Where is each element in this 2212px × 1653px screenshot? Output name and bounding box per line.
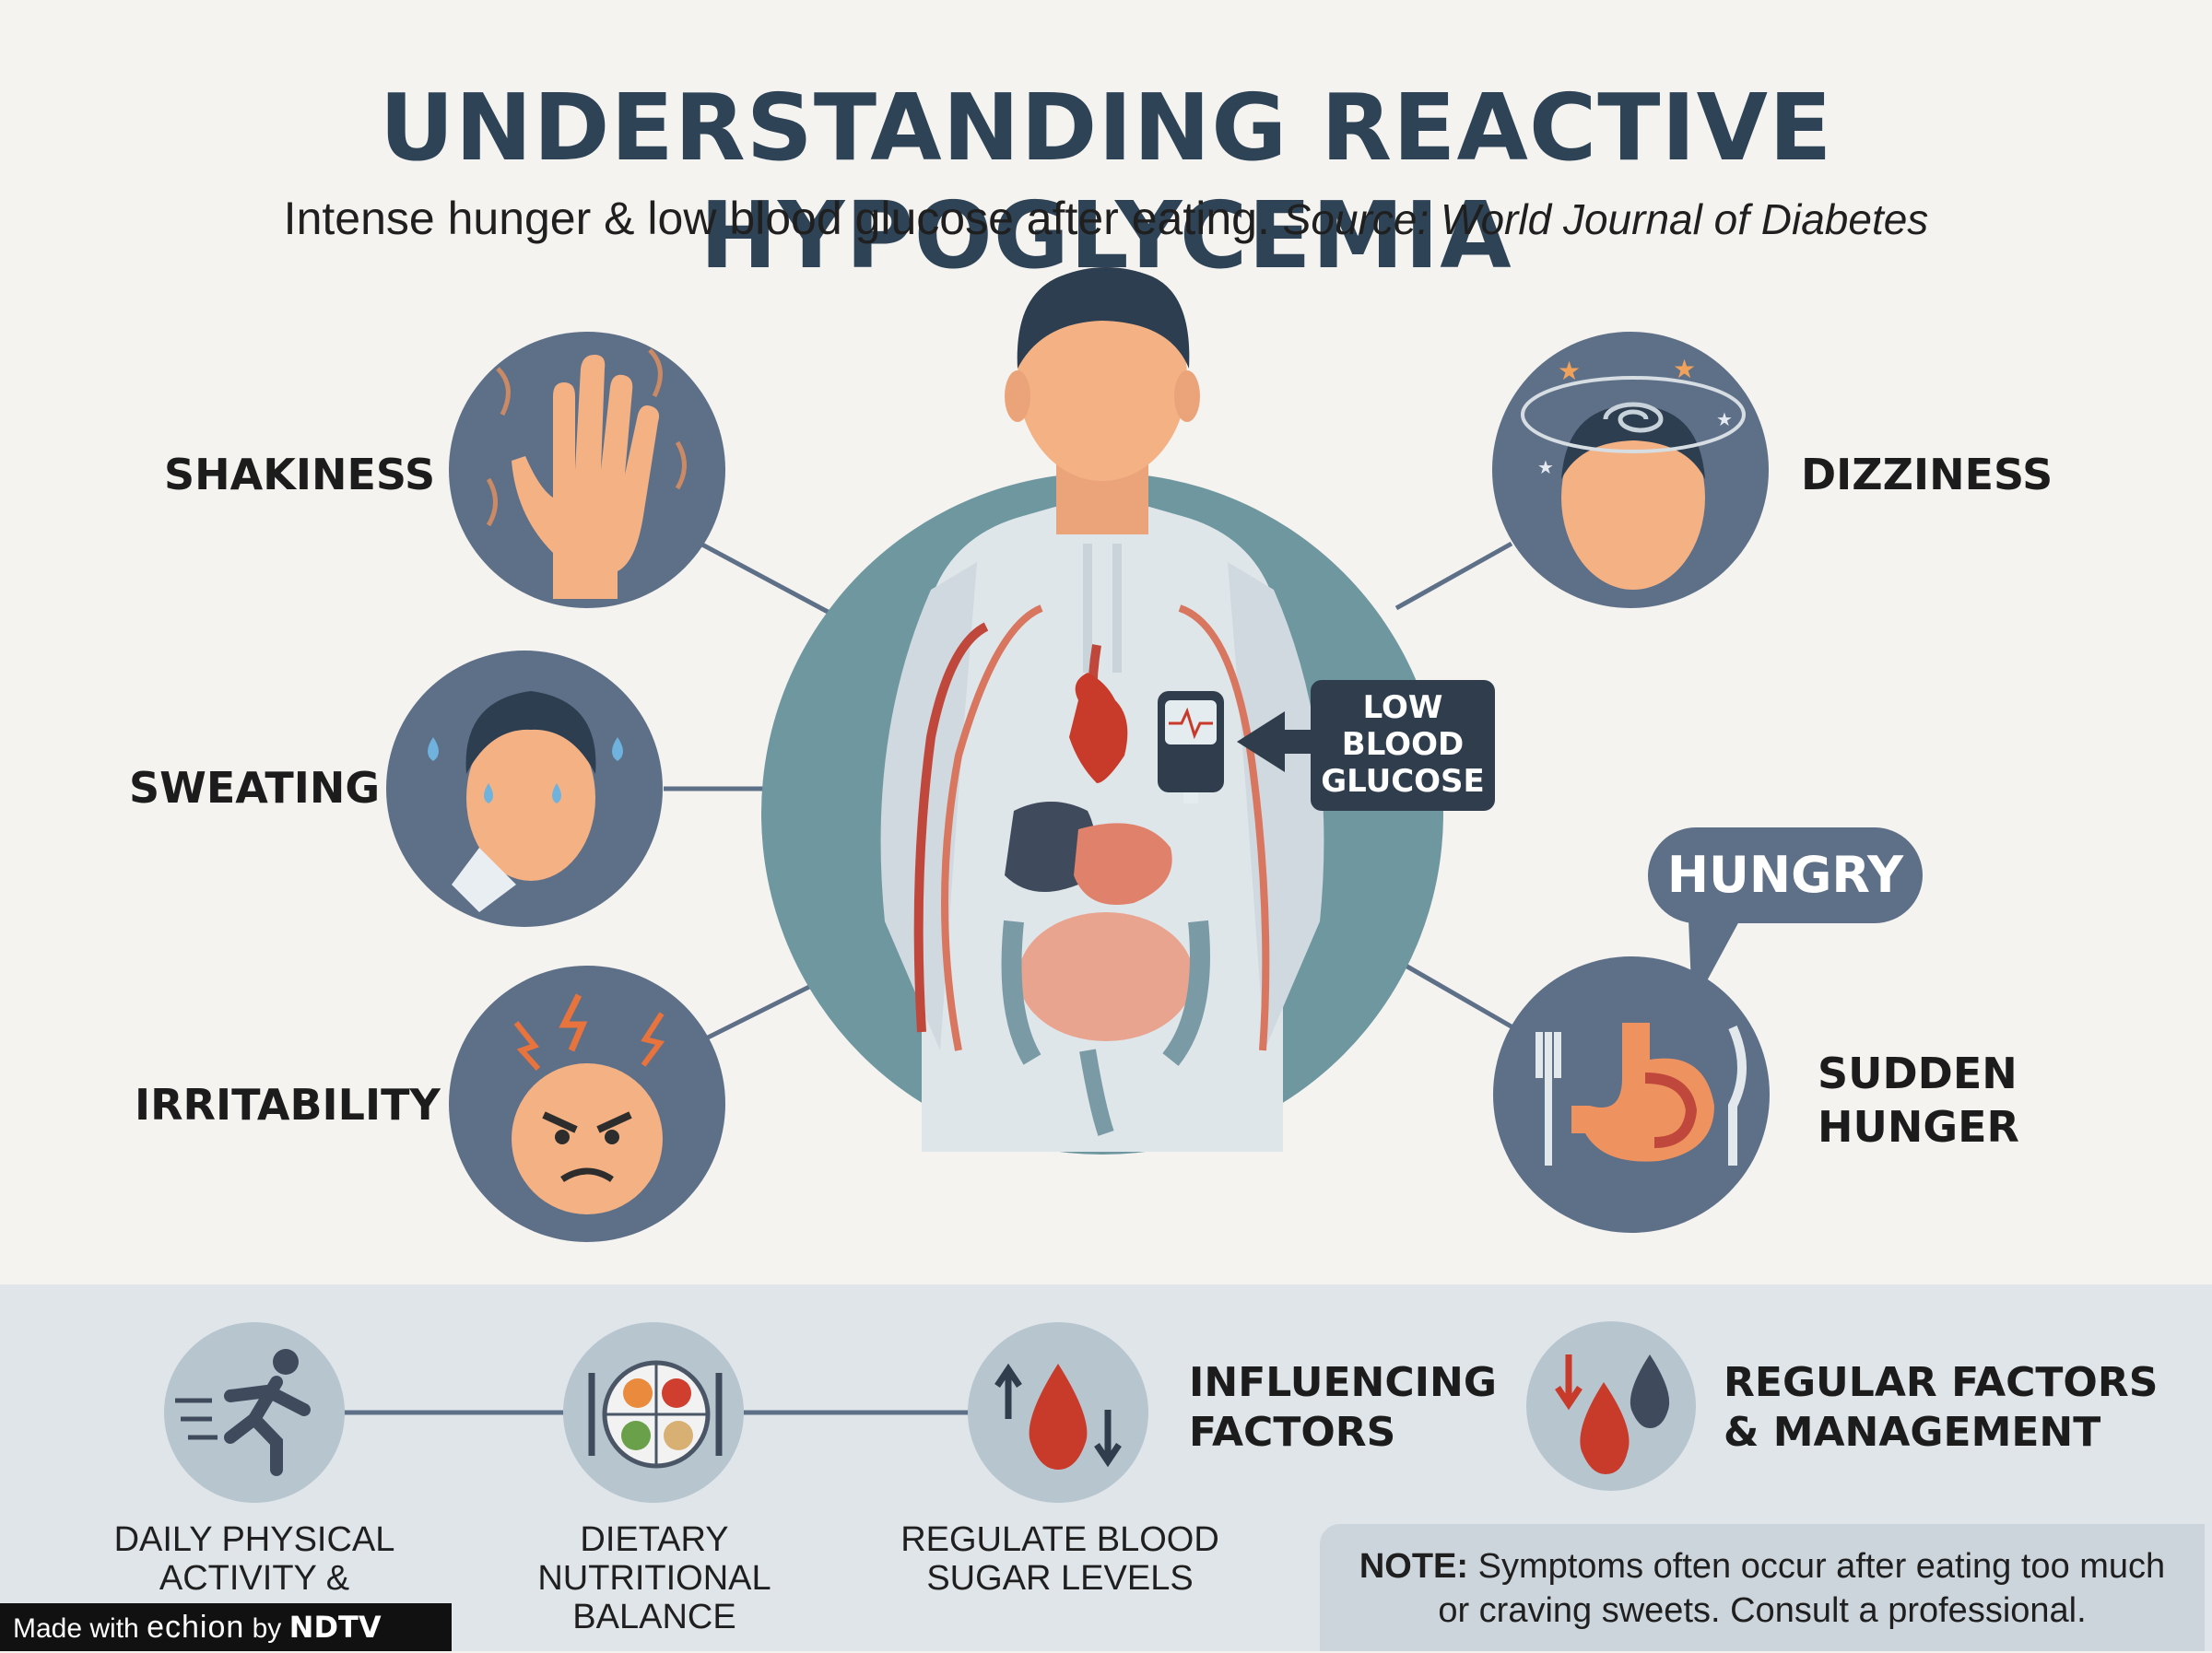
irritability-icon	[449, 966, 725, 1242]
body-illustration	[761, 267, 1443, 1155]
diet-label: DIETARY NUTRITIONAL BALANCE	[470, 1520, 839, 1636]
diet-line1: DIETARY NUTRITIONAL	[537, 1520, 771, 1598]
note-label: NOTE:	[1359, 1547, 1469, 1586]
note-text-line2: or craving sweets. Consult a professiona…	[1438, 1591, 2087, 1630]
svg-text:★: ★	[1537, 458, 1554, 478]
dizziness-label: DIZZINESS	[1801, 450, 2053, 499]
regulate-label: REGULATE BLOOD SUGAR LEVELS	[894, 1520, 1226, 1598]
diet-line2: BALANCE	[572, 1598, 736, 1636]
source-text: Source: World Journal of Diabetes	[1282, 195, 1929, 243]
influencing-line2: FACTORS	[1189, 1409, 1396, 1456]
regular-line2: & MANAGEMENT	[1724, 1409, 2101, 1456]
glucose-meter-icon	[1158, 691, 1224, 803]
sudden-hunger-line1: SUDDEN	[1818, 1049, 2018, 1098]
regular-line1: REGULAR FACTORS	[1724, 1359, 2159, 1406]
page-subtitle: Intense hunger & low blood glucose after…	[0, 192, 2212, 245]
made-with-text: Made with	[13, 1613, 139, 1644]
svg-text:★: ★	[1673, 355, 1696, 383]
shakiness-label: SHAKINESS	[164, 450, 436, 499]
influencing-line1: INFLUENCING	[1189, 1359, 1497, 1406]
callout-line3: GLUCOSE	[1321, 763, 1485, 800]
svg-text:★: ★	[1558, 357, 1581, 385]
influencing-factors-label: INFLUENCING FACTORS	[1189, 1358, 1497, 1458]
note-text-line1: Symptoms often occur after eating too mu…	[1477, 1547, 2166, 1586]
sweating-icon	[386, 651, 663, 927]
page-title: UNDERSTANDING REACTIVE HYPOGLYCEMIA	[379, 74, 1833, 289]
regulate-line2: SUGAR LEVELS	[926, 1559, 1194, 1598]
connector-lines	[664, 541, 1523, 1044]
sudden-hunger-label: SUDDEN HUNGER	[1818, 1047, 2019, 1154]
brand-logo: echion	[147, 1610, 245, 1645]
note-line1: NOTE: Symptoms often occur after eating …	[1320, 1544, 2205, 1589]
publisher-logo: NDTV	[288, 1610, 382, 1645]
by-text: by	[252, 1613, 282, 1644]
sudden-hunger-icon	[1493, 920, 1770, 1233]
callout-line2: BLOOD	[1341, 726, 1465, 763]
made-with-badge[interactable]: Made with echion by NDTV	[0, 1603, 452, 1651]
pointer-arrow-icon	[1237, 711, 1311, 772]
callout-line1: LOW	[1362, 689, 1443, 726]
note-box: NOTE: Symptoms often occur after eating …	[1320, 1524, 2205, 1651]
svg-text:★: ★	[1716, 410, 1733, 430]
activity-line1: DAILY PHYSICAL	[113, 1520, 395, 1559]
regular-factors-label: REGULAR FACTORS & MANAGEMENT	[1724, 1358, 2158, 1458]
shakiness-icon	[449, 332, 725, 608]
sudden-hunger-line2: HUNGER	[1818, 1102, 2019, 1152]
regulate-line1: REGULATE BLOOD	[900, 1520, 1219, 1559]
sweating-label: SWEATING	[129, 763, 381, 813]
irritability-label: IRRITABILITY	[135, 1080, 441, 1130]
dizziness-icon: ★ ★ ★ ★	[1492, 332, 1769, 608]
subtitle-text: Intense hunger & low blood glucose after…	[283, 193, 1270, 244]
hungry-speech-bubble: HUNGRY	[1648, 827, 1923, 923]
low-blood-glucose-callout: LOW BLOOD GLUCOSE	[1311, 680, 1495, 811]
